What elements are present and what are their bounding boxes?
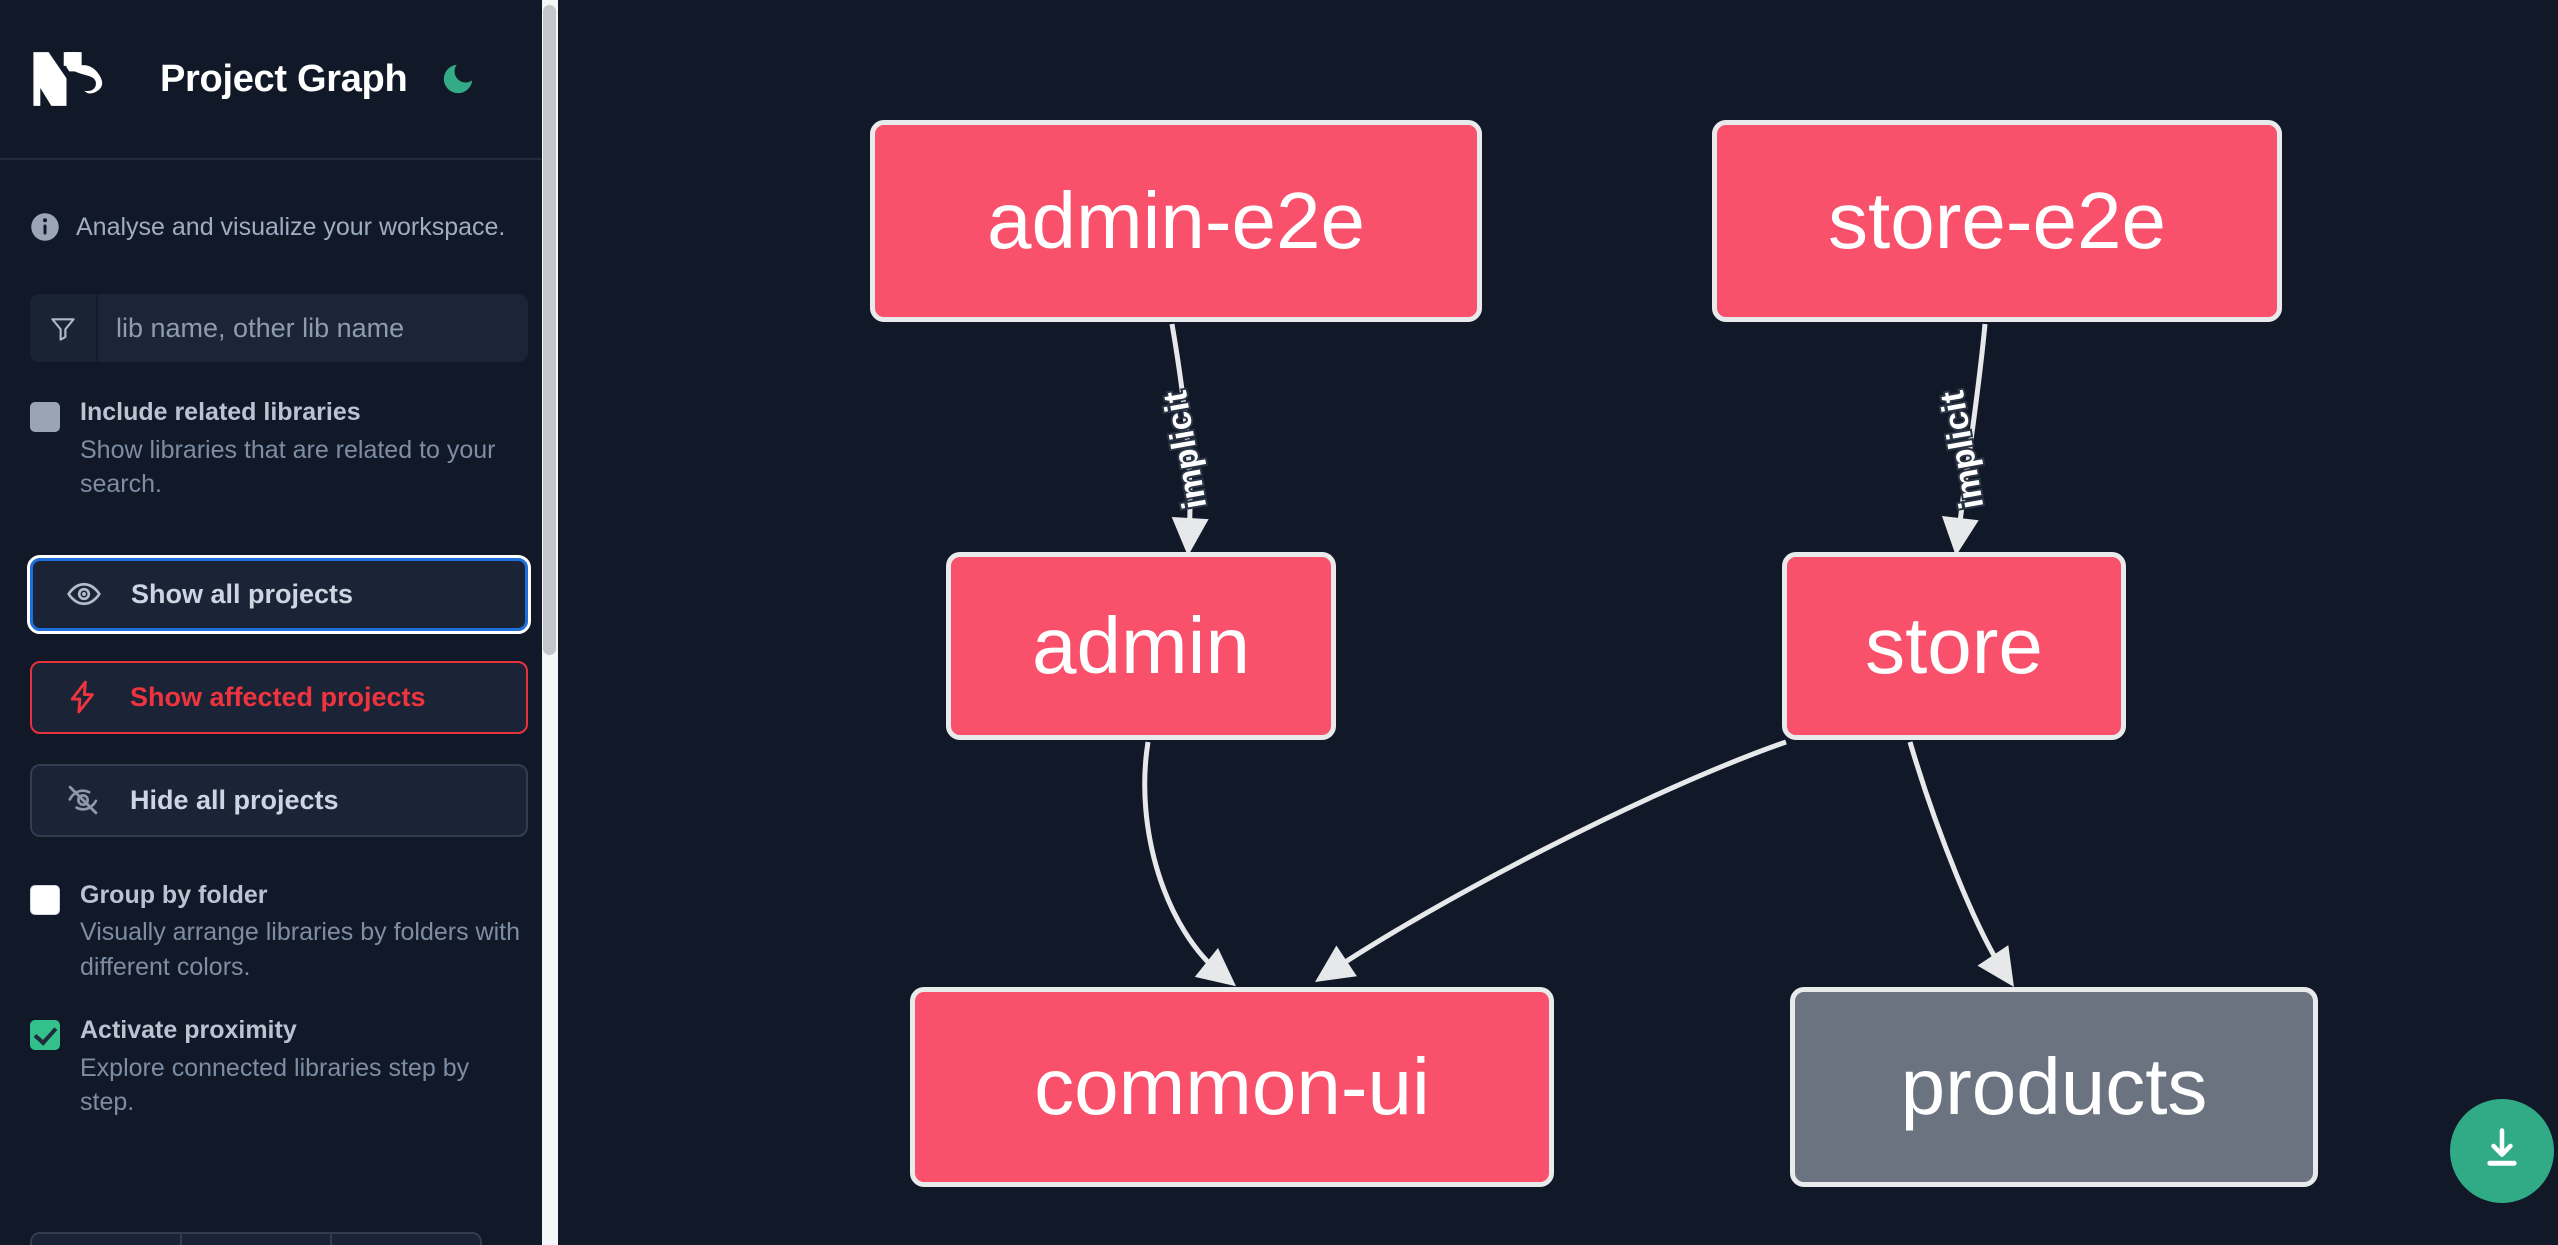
graph-node-label: store <box>1865 601 2043 690</box>
graph-node-admin-e2e[interactable]: admin-e2e <box>870 120 1482 322</box>
search-box[interactable] <box>30 294 528 362</box>
graph-canvas[interactable]: implicit implicit admin-e2e store-e2e ad… <box>558 0 2558 1245</box>
edge-store-common-ui <box>1315 739 1787 982</box>
edge-labels: implicit implicit <box>1154 386 1993 514</box>
activate-proximity-checkbox[interactable] <box>30 1020 60 1050</box>
edge-store-e2e-store <box>1941 323 1988 556</box>
graph-node-store-e2e[interactable]: store-e2e <box>1712 120 2282 322</box>
proximity-stepper-group[interactable] <box>30 1232 482 1245</box>
edge-store-products <box>1907 741 2014 987</box>
hide-all-projects-label: Hide all projects <box>130 784 339 815</box>
edge-admin-common-ui <box>1142 741 1237 987</box>
include-related-libraries-checkbox[interactable] <box>30 402 60 432</box>
sidebar-scrollbar[interactable] <box>542 0 558 1245</box>
tagline: Analyse and visualize your workspace. <box>30 212 528 242</box>
edge-label-implicit-admin: implicit <box>1156 388 1214 512</box>
sidebar-scrollbar-thumb[interactable] <box>543 5 556 655</box>
option-group-by-folder[interactable]: Group by folder Visually arrange librari… <box>30 881 528 985</box>
option-include-related-libraries[interactable]: Include related libraries Show libraries… <box>30 398 528 502</box>
graph-node-admin[interactable]: admin <box>946 552 1336 740</box>
search-input[interactable] <box>98 294 528 362</box>
group-by-folder-description: Visually arrange libraries by folders wi… <box>80 918 521 981</box>
graph-node-label: store-e2e <box>1828 176 2166 265</box>
tagline-text: Analyse and visualize your workspace. <box>76 212 506 241</box>
graph-node-label: products <box>1900 1042 2208 1131</box>
sidebar-header: Project Graph <box>0 0 558 160</box>
show-all-projects-label: Show all projects <box>131 578 354 609</box>
sidebar-body: Analyse and visualize your workspace. In… <box>0 212 558 1120</box>
graph-node-products[interactable]: products <box>1790 987 2318 1187</box>
action-button-group: Show all projects Show affected projects <box>27 554 531 837</box>
include-related-libraries-label: Include related libraries <box>80 398 361 426</box>
hide-all-projects-button[interactable]: Hide all projects <box>30 763 528 837</box>
download-image-button[interactable] <box>2450 1099 2554 1203</box>
graph-node-label: common-ui <box>1034 1042 1430 1131</box>
edge-admin-e2e-admin <box>1169 323 1209 556</box>
page-title: Project Graph <box>160 57 408 100</box>
download-icon <box>2476 1123 2528 1180</box>
group-by-folder-checkbox[interactable] <box>30 884 60 915</box>
nx-logo-icon <box>30 48 114 110</box>
show-affected-projects-label: Show affected projects <box>130 681 426 712</box>
graph-node-label: admin-e2e <box>986 176 1365 265</box>
filter-funnel-icon <box>30 294 98 362</box>
show-all-projects-button[interactable]: Show all projects <box>27 554 531 634</box>
graph-node-common-ui[interactable]: common-ui <box>910 987 1554 1187</box>
edge-label-implicit-store: implicit <box>1933 388 1991 512</box>
sidebar: Project Graph Analyse and visualize your… <box>0 0 558 1245</box>
moon-icon[interactable] <box>437 58 479 100</box>
eye-icon <box>63 573 105 615</box>
proximity-increase-button[interactable] <box>332 1234 480 1245</box>
info-icon <box>30 212 60 242</box>
proximity-value <box>182 1234 332 1245</box>
graph-node-store[interactable]: store <box>1782 552 2126 740</box>
option-activate-proximity[interactable]: Activate proximity Explore connected lib… <box>30 1016 528 1120</box>
include-related-libraries-description: Show libraries that are related to your … <box>80 435 496 499</box>
group-by-folder-label: Group by folder <box>80 880 268 909</box>
graph-edges: implicit implicit <box>1142 323 2014 987</box>
lightning-bolt-icon <box>62 676 104 718</box>
graph-node-label: admin <box>1032 601 1250 690</box>
eye-off-icon <box>62 779 104 821</box>
activate-proximity-description: Explore connected libraries step by step… <box>80 1053 470 1117</box>
activate-proximity-label: Activate proximity <box>80 1016 297 1044</box>
show-affected-projects-button[interactable]: Show affected projects <box>30 660 528 734</box>
proximity-decrease-button[interactable] <box>32 1234 182 1245</box>
